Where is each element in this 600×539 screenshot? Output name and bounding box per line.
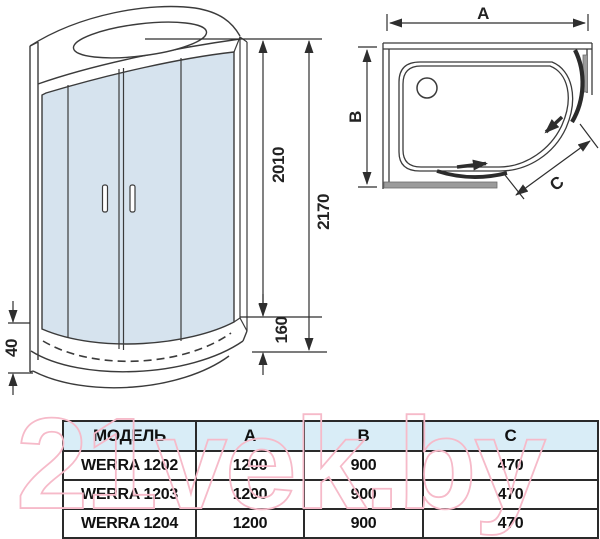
dim-label-40: 40 [2, 339, 21, 357]
cell-model: WERRA 1204 [62, 508, 197, 539]
shower-tray [29, 330, 248, 389]
tray-dashed-contour [42, 332, 232, 363]
door-handle-left [101, 184, 109, 213]
dim-label-C: C [546, 172, 567, 194]
cell-a: 1200 [195, 450, 305, 481]
top-view-dimensions [358, 14, 599, 200]
header-a: A [195, 420, 305, 452]
drain-circle [416, 77, 438, 99]
door-arc-corner [570, 49, 585, 124]
roof-dome [72, 21, 208, 59]
table-row: WERRA 1202 1200 900 470 [62, 450, 599, 481]
header-b: B [303, 420, 424, 452]
cell-model: WERRA 1202 [62, 450, 197, 481]
cell-c: 470 [422, 508, 599, 539]
table-header-row: МОДЕЛЬ A B C [62, 420, 599, 452]
top-view-drawing [382, 42, 593, 189]
cell-b: 900 [303, 450, 424, 481]
header-model: МОДЕЛЬ [62, 420, 197, 452]
dim-label-160: 160 [272, 317, 291, 344]
sliding-doors [436, 49, 585, 179]
front-view-drawing [29, 5, 248, 389]
cell-c: 470 [422, 450, 599, 481]
cell-a: 1200 [195, 508, 305, 539]
door-dividers [67, 58, 182, 350]
header-c: C [422, 420, 599, 452]
front-view-dimensions [8, 38, 327, 395]
door-handle-right [129, 184, 136, 213]
dim-label-2170: 2170 [314, 194, 333, 230]
cell-a: 1200 [195, 479, 305, 510]
model-spec-table: МОДЕЛЬ A B C WERRA 1202 1200 900 470 WER… [62, 420, 599, 539]
dim-label-A: A [477, 4, 489, 23]
roof [29, 5, 241, 85]
glass-panels [41, 51, 235, 345]
door-arc-bottom [436, 169, 508, 179]
door-slide-arrows [456, 115, 564, 171]
table-row: WERRA 1203 1200 900 470 [62, 479, 599, 510]
cell-b: 900 [303, 479, 424, 510]
dim-line-C [515, 140, 591, 196]
door-slide-arrow-right [456, 159, 488, 171]
left-wall-profile [29, 41, 39, 372]
dim-label-2010: 2010 [269, 147, 288, 183]
shower-cabin-technical-drawing: 2010 2170 160 40 [2, 4, 599, 395]
wall-frame [382, 42, 593, 189]
dim-label-B: B [346, 111, 365, 123]
door-slide-arrow-downleft [544, 115, 564, 134]
front-view-dim-labels: 2010 2170 160 40 [2, 147, 333, 357]
right-frame-profile [233, 36, 248, 332]
cell-c: 470 [422, 479, 599, 510]
table-row: WERRA 1204 1200 900 470 [62, 508, 599, 539]
cell-b: 900 [303, 508, 424, 539]
cell-model: WERRA 1203 [62, 479, 197, 510]
wall-bar-bottom [383, 181, 498, 189]
